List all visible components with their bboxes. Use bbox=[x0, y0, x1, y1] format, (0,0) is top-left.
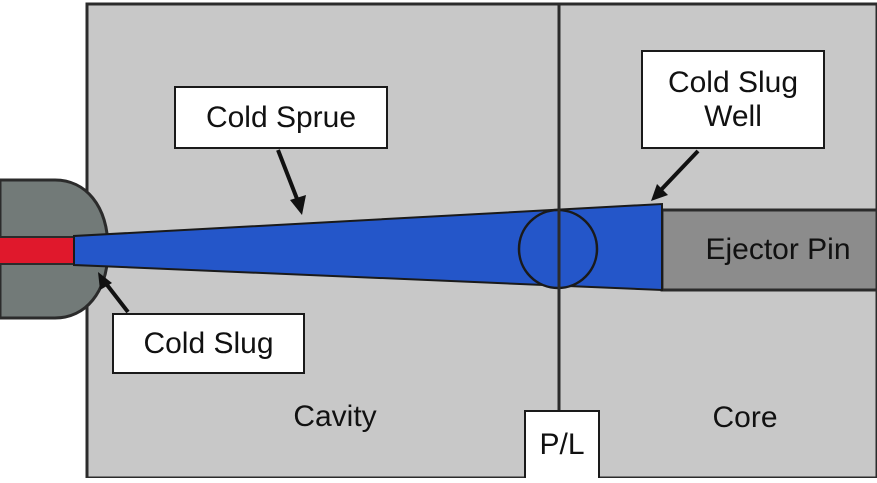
parting-line-label-text: P/L bbox=[539, 428, 585, 461]
cold-slug-label: Cold Slug bbox=[112, 313, 305, 374]
cavity-label: Cavity bbox=[293, 400, 377, 433]
cold-sprue-label-text: Cold Sprue bbox=[205, 100, 357, 134]
ejector-pin bbox=[660, 208, 877, 292]
ejector-pin-label: Ejector Pin bbox=[705, 233, 851, 266]
arrow-cold-slug-well bbox=[651, 149, 700, 201]
parting-line-label: P/L bbox=[524, 410, 600, 478]
nozzle-melt bbox=[0, 237, 76, 264]
cold-slug-label-text: Cold Slug bbox=[143, 326, 274, 360]
cold-slug-well-label: Cold Slug Well bbox=[641, 50, 825, 149]
core-label: Core bbox=[712, 401, 778, 434]
cold-sprue-label: Cold Sprue bbox=[174, 86, 388, 149]
arrow-cold-sprue bbox=[276, 149, 306, 215]
cold-slug-well-label-text: Cold Slug Well bbox=[667, 65, 799, 133]
arrow-cold-slug bbox=[98, 272, 130, 314]
cold-sprue bbox=[73, 202, 663, 292]
